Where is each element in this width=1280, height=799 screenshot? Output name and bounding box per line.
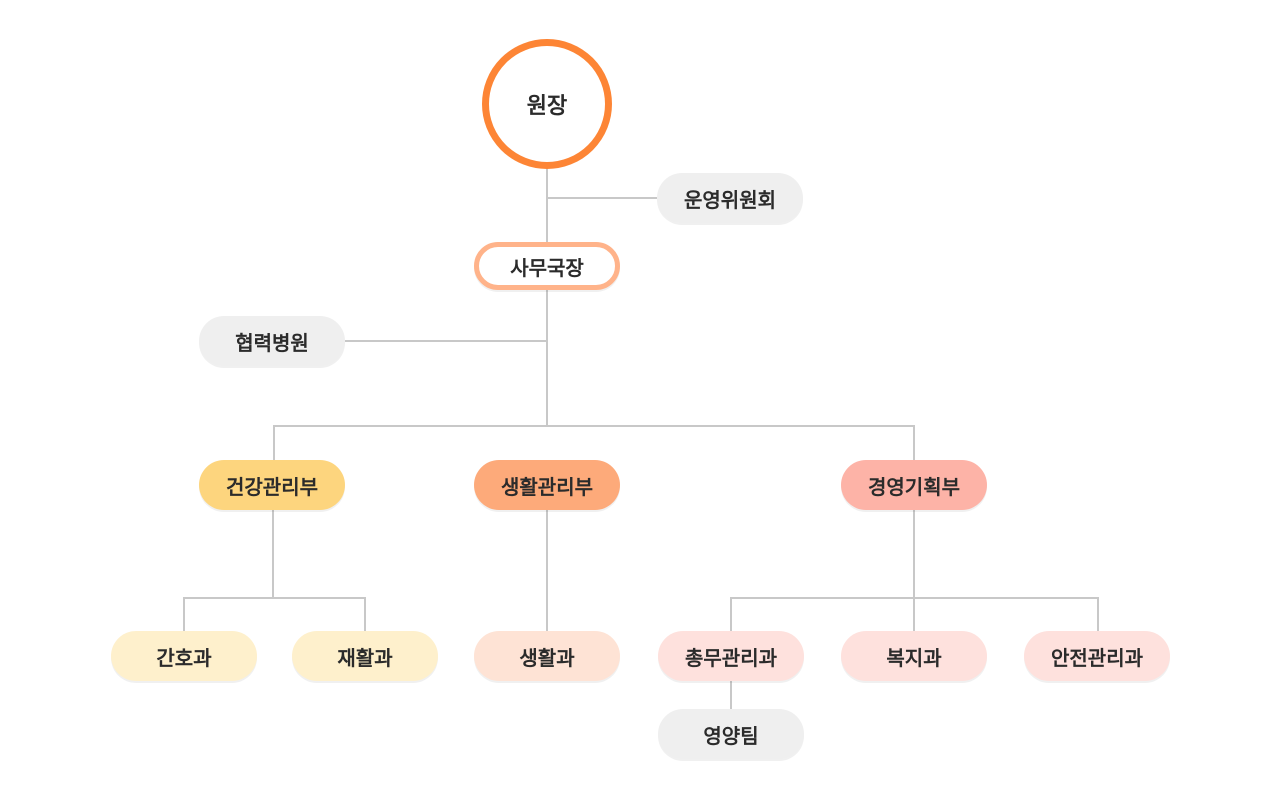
connector bbox=[345, 340, 547, 342]
team-safety: 안전관리과 bbox=[1024, 631, 1170, 681]
team-life: 생활과 bbox=[474, 631, 620, 681]
department-management: 경영기획부 bbox=[841, 460, 987, 510]
connector bbox=[730, 597, 732, 633]
partner-hospital-node: 협력병원 bbox=[199, 316, 345, 366]
team-welfare: 복지과 bbox=[841, 631, 987, 681]
connector bbox=[730, 597, 1098, 599]
department-life: 생활관리부 bbox=[474, 460, 620, 510]
connector bbox=[183, 597, 366, 599]
connector bbox=[364, 597, 366, 633]
department-health: 건강관리부 bbox=[199, 460, 345, 510]
connector bbox=[183, 597, 185, 633]
connector bbox=[546, 505, 548, 633]
connector bbox=[273, 425, 275, 465]
team-nursing: 간호과 bbox=[111, 631, 257, 681]
connector bbox=[272, 505, 274, 598]
connector bbox=[913, 505, 915, 633]
connector bbox=[273, 425, 915, 427]
director-node: 원장 bbox=[482, 39, 612, 169]
team-general-affairs: 총무관리과 bbox=[658, 631, 804, 681]
team-rehab: 재활과 bbox=[292, 631, 438, 681]
committee-node: 운영위원회 bbox=[657, 173, 803, 223]
connector bbox=[547, 197, 657, 199]
secretary-node: 사무국장 bbox=[474, 242, 620, 290]
connector bbox=[913, 425, 915, 465]
connector bbox=[546, 166, 548, 426]
connector bbox=[730, 680, 732, 712]
team-nutrition: 영양팀 bbox=[658, 709, 804, 759]
connector bbox=[1097, 597, 1099, 633]
